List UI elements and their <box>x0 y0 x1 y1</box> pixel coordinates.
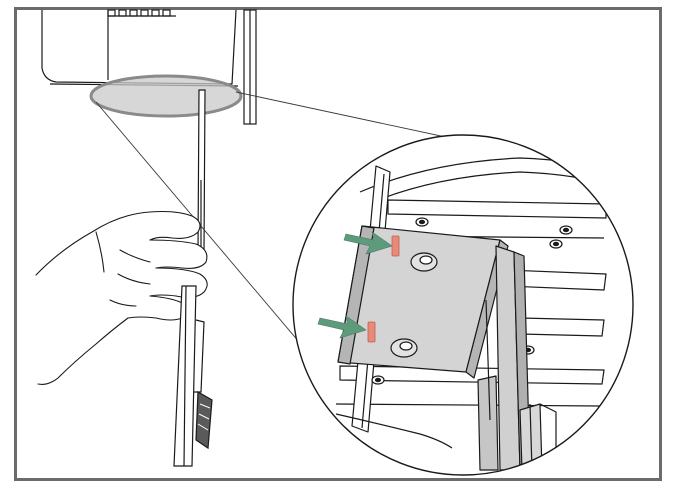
contact-marker-bottom <box>367 321 376 343</box>
highlight-ellipse <box>89 74 243 118</box>
green-arrow-icon <box>317 315 367 339</box>
wall-pillar <box>243 9 257 125</box>
zoom-circle-outline <box>292 134 634 476</box>
hand-illustration <box>35 210 208 385</box>
tv-body <box>41 9 239 87</box>
screw <box>371 217 573 385</box>
contact-marker-top <box>391 235 400 257</box>
tv-panel-edge <box>173 285 213 467</box>
green-arrow-icon <box>343 231 393 255</box>
